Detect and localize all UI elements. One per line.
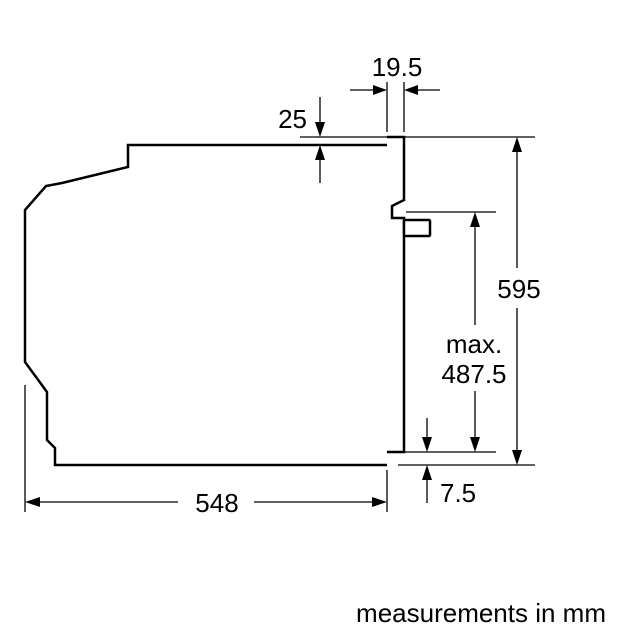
dimension-top-recess: 19.5 <box>350 52 440 95</box>
dimension-max-cutout: max. 487.5 <box>432 212 516 452</box>
label-top-recess: 19.5 <box>372 52 423 82</box>
oven-front-panel <box>387 135 406 454</box>
oven-body-outline <box>23 143 387 467</box>
label-max-value: 487.5 <box>441 359 506 389</box>
dimension-total-height: 595 <box>492 137 544 465</box>
label-top-gap: 25 <box>278 104 307 134</box>
label-max: max. <box>446 329 502 359</box>
dimension-bottom-gap: 7.5 <box>422 418 476 508</box>
label-depth: 548 <box>195 488 238 518</box>
dimension-depth: 548 <box>25 488 387 518</box>
dimension-top-gap: 25 <box>278 97 325 183</box>
label-bottom-gap: 7.5 <box>440 478 476 508</box>
knob-icon <box>402 218 432 238</box>
label-total-height: 595 <box>497 274 540 304</box>
measurements-caption: measurements in mm <box>356 598 606 628</box>
